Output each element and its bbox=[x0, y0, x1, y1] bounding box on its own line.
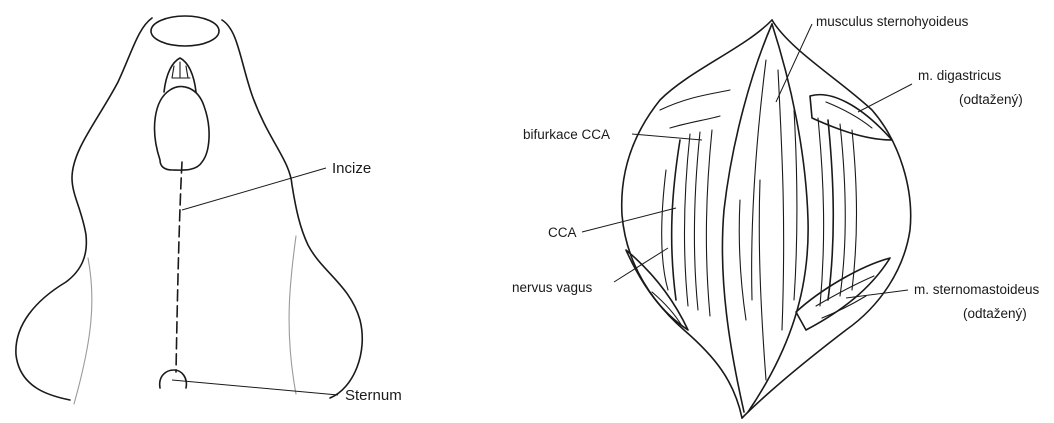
digastric-flap bbox=[810, 95, 892, 140]
incision-leader bbox=[182, 168, 326, 210]
sternum-label: Sternum bbox=[345, 387, 402, 404]
incision-label: Incize bbox=[332, 160, 371, 177]
sternomastoid-note: (odtažený) bbox=[963, 306, 1027, 321]
vessel-right bbox=[840, 124, 845, 296]
sternomastoid-leader bbox=[846, 290, 908, 298]
cca-left-inner bbox=[706, 130, 712, 316]
cca-left-inner bbox=[694, 132, 700, 310]
sternohyoid-leader bbox=[776, 24, 812, 102]
digastric-leader bbox=[858, 84, 912, 112]
field-outline-right bbox=[742, 20, 911, 418]
vessel-right bbox=[852, 130, 857, 290]
head-top bbox=[151, 16, 219, 46]
field-outline-left bbox=[622, 20, 772, 418]
tongue bbox=[155, 87, 210, 171]
cca-left-outer bbox=[672, 140, 680, 300]
body-outline-right bbox=[222, 20, 362, 398]
muscle-fibre bbox=[752, 60, 766, 300]
sternomastoid-label: m. sternomastoideus bbox=[914, 282, 1040, 297]
lower-left-flap bbox=[626, 250, 688, 330]
cca-left-inner bbox=[684, 134, 690, 306]
sternum-notch bbox=[160, 370, 187, 388]
bifurcation-leader bbox=[632, 134, 702, 140]
shoulder-contour-right bbox=[289, 236, 296, 394]
sternomastoid-striation bbox=[816, 276, 874, 318]
body-outline-left bbox=[16, 18, 152, 400]
cca-label: CCA bbox=[548, 225, 577, 240]
vagus-label: nervus vagus bbox=[512, 280, 593, 295]
incision-line bbox=[176, 162, 182, 372]
muscle-fibre bbox=[794, 110, 797, 300]
shoulder-contour-left bbox=[74, 258, 92, 404]
digastric-label: m. digastricus bbox=[918, 68, 1002, 83]
right-figure: musculus sternohyoideus m. digastricus (… bbox=[512, 14, 1040, 418]
muscle-fibre bbox=[778, 70, 784, 330]
muscle-fibre bbox=[739, 200, 746, 320]
vessel-right bbox=[818, 118, 824, 306]
sternum-leader bbox=[172, 380, 338, 395]
vessel-right bbox=[828, 120, 833, 300]
vagus-left bbox=[662, 170, 668, 290]
muscle-fibre bbox=[759, 180, 766, 380]
sternohyoid-label: musculus sternohyoideus bbox=[816, 14, 969, 29]
upper-left-flap bbox=[660, 90, 730, 128]
bifurcation-label: bifurkace CCA bbox=[523, 127, 610, 142]
digastric-note: (odtažený) bbox=[959, 92, 1023, 107]
left-figure: Incize Sternum bbox=[16, 16, 402, 404]
